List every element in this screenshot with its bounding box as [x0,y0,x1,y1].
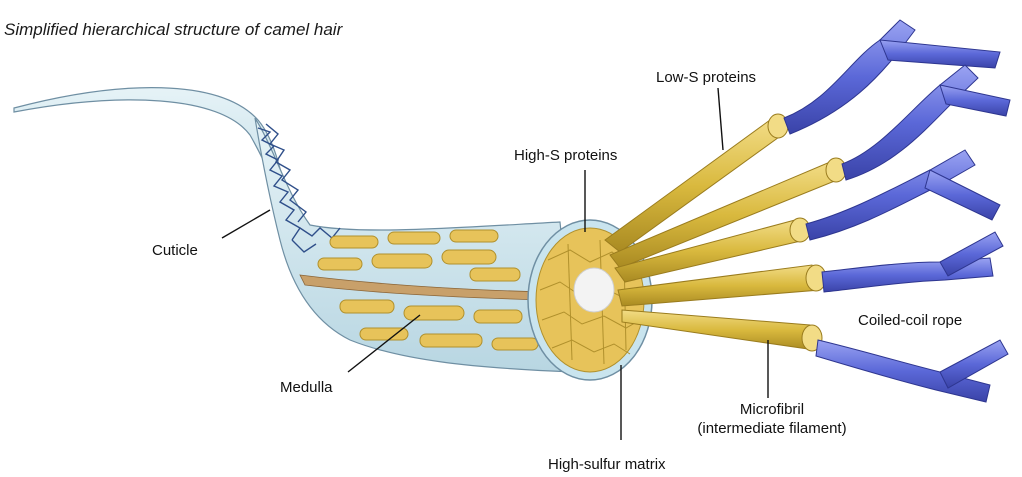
label-high-s-proteins: High-S proteins [514,146,617,165]
label-microfibril-line2: (intermediate filament) [688,419,856,438]
label-low-s-proteins: Low-S proteins [656,68,756,87]
label-coiled-coil-rope: Coiled-coil rope [858,311,962,330]
label-cuticle: Cuticle [152,241,198,260]
label-microfibril: Microfibril (intermediate filament) [688,400,856,438]
label-high-sulfur-matrix: High-sulfur matrix [548,455,666,474]
hair-tail [14,88,298,240]
coiled-coil-ropes [784,20,1010,402]
label-microfibril-line1: Microfibril [688,400,856,419]
label-medulla: Medulla [280,378,333,397]
